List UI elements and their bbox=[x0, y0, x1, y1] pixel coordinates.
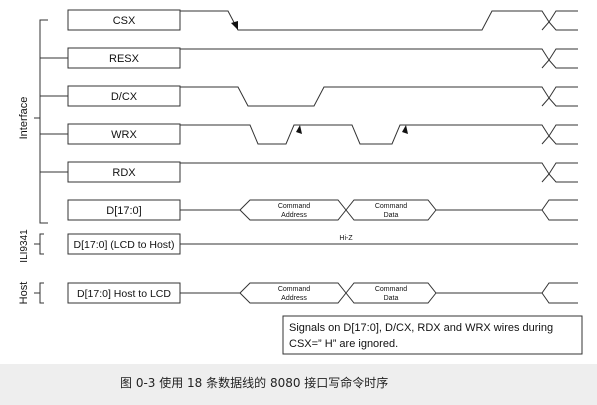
host-bracket bbox=[34, 282, 44, 304]
wrx-waveform bbox=[180, 124, 578, 145]
hiz-label: Hi-Z bbox=[339, 235, 353, 242]
d17-label: D[17:0] bbox=[106, 205, 141, 217]
host-command-address-top: Command bbox=[278, 286, 310, 293]
resx-label: RESX bbox=[109, 53, 140, 65]
interface-group-label: Interface bbox=[18, 97, 30, 140]
wrx-rising-arrow-1 bbox=[296, 125, 302, 134]
d17-command-data-top: Command bbox=[375, 203, 407, 210]
resx-waveform bbox=[180, 48, 578, 69]
figure-caption: 图 0-3 使用 18 条数据线的 8080 接口写命令时序 bbox=[120, 376, 389, 390]
interface-bracket bbox=[34, 19, 68, 224]
note-line-2: CSX=” H” are ignored. bbox=[289, 338, 398, 350]
dcx-label-box bbox=[67, 85, 181, 107]
d17-command-data-bottom: Data bbox=[384, 212, 399, 219]
csx-label-box bbox=[67, 9, 181, 31]
rdx-label: RDX bbox=[112, 167, 136, 179]
dcx-waveform bbox=[180, 86, 578, 107]
d17-command-address-top: Command bbox=[278, 203, 310, 210]
host-command-data-bottom: Data bbox=[384, 295, 399, 302]
note-line-1: Signals on D[17:0], D/CX, RDX and WRX wi… bbox=[289, 322, 553, 334]
note-box bbox=[282, 315, 583, 355]
lcd-to-host-label: D[17:0] (LCD to Host) bbox=[74, 239, 175, 251]
csx-falling-arrow bbox=[231, 21, 238, 30]
wrx-label: WRX bbox=[111, 129, 137, 141]
csx-label: CSX bbox=[113, 15, 136, 27]
wrx-rising-arrow-2 bbox=[402, 125, 408, 134]
ili9341-bracket bbox=[34, 233, 44, 255]
caption-bar: 图 0-3 使用 18 条数据线的 8080 接口写命令时序 bbox=[0, 364, 597, 405]
d17-bus-waveform bbox=[180, 199, 578, 221]
wrx-label-box bbox=[67, 123, 181, 145]
host-group-label: Host bbox=[18, 282, 30, 305]
host-to-lcd-bus-waveform bbox=[180, 282, 578, 304]
dcx-label: D/CX bbox=[111, 91, 138, 103]
d17-command-address-bottom: Address bbox=[281, 212, 307, 219]
ili9341-group-label: ILI9341 bbox=[19, 229, 30, 263]
host-command-data-top: Command bbox=[375, 286, 407, 293]
csx-waveform bbox=[180, 10, 578, 31]
resx-label-box bbox=[67, 47, 181, 69]
host-command-address-bottom: Address bbox=[281, 295, 307, 302]
host-to-lcd-label: D[17:0] Host to LCD bbox=[77, 288, 171, 300]
rdx-waveform bbox=[180, 162, 578, 183]
rdx-label-box bbox=[67, 161, 181, 183]
